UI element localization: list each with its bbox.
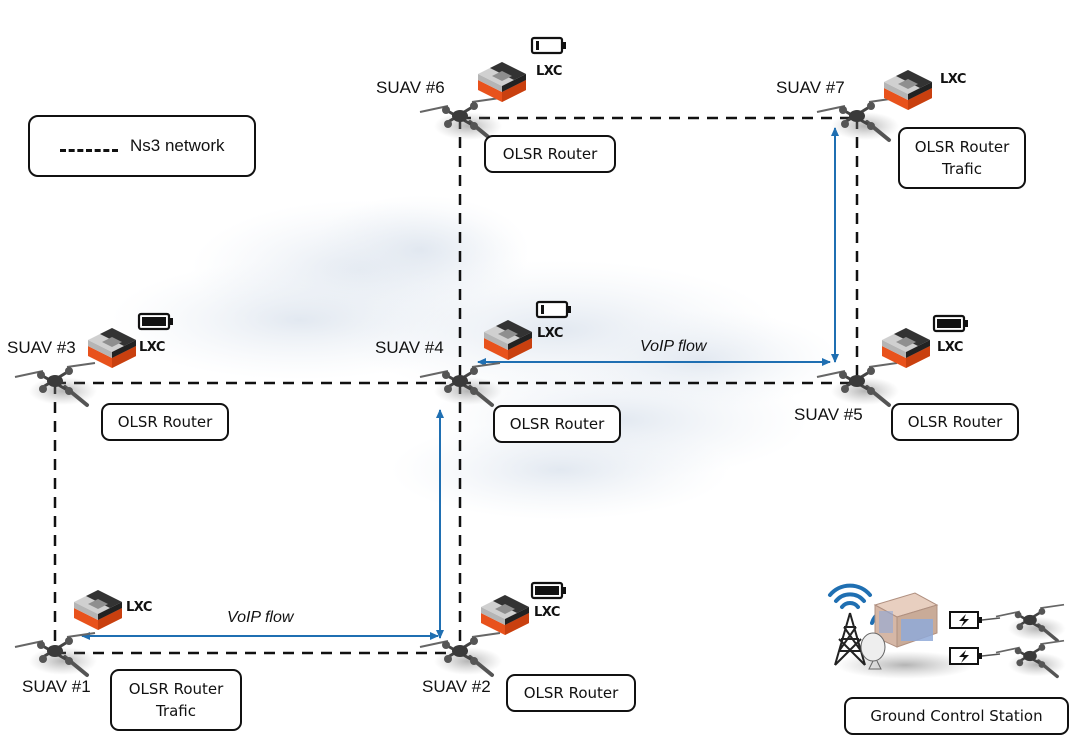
router-label: OLSR Router	[523, 684, 619, 702]
satellite-dish-icon	[860, 632, 886, 670]
legend-box: Ns3 network	[28, 115, 256, 177]
lxc-label-suav6: LXC	[536, 64, 562, 79]
ground-control-station-label: Ground Control Station	[870, 707, 1043, 725]
router-label: OLSR Router	[117, 413, 213, 431]
router-box-suav2: OLSR Router	[506, 674, 636, 712]
lxc-container-icon-suav6	[478, 62, 526, 102]
suav-2-label: SUAV #2	[422, 677, 491, 696]
lxc-label-suav1: LXC	[126, 600, 152, 615]
router-label: OLSR Router	[914, 138, 1010, 156]
lxc-label-suav3: LXC	[139, 340, 165, 355]
voip-flow-label-top: VoIP flow	[640, 338, 707, 355]
lxc-container-icon-suav4	[484, 320, 532, 360]
building-icon	[873, 592, 939, 648]
router-box-suav5: OLSR Router	[891, 403, 1019, 441]
lxc-label-suav4: LXC	[537, 326, 563, 341]
drone-icon-suav6	[419, 97, 502, 142]
charging-drones	[949, 603, 1066, 679]
lxc-containers	[74, 36, 968, 635]
charging-battery-icon	[949, 611, 982, 629]
router-label: OLSR Router	[907, 413, 1003, 431]
drone-icon-suav4	[419, 362, 502, 407]
router-traffic-label: Trafic	[941, 160, 982, 178]
lxc-container-icon-suav5	[882, 328, 930, 368]
router-label: OLSR Router	[509, 415, 605, 433]
drones	[14, 97, 899, 677]
drone-icon-suav2	[419, 632, 502, 677]
router-label: OLSR Router	[128, 680, 224, 698]
suav-1-label: SUAV #1	[22, 677, 91, 696]
battery-full-icon-suav2	[530, 581, 566, 600]
router-box-suav6: OLSR Router	[484, 135, 616, 173]
battery-low-icon-suav4	[535, 300, 571, 319]
suav-6-label: SUAV #6	[376, 78, 445, 97]
battery-full-icon-suav5	[932, 314, 968, 333]
drone-icon-suav7	[816, 97, 899, 142]
voip-flows	[81, 127, 839, 640]
lxc-container-icon-suav1	[74, 590, 122, 630]
router-label: OLSR Router	[502, 145, 598, 163]
cloud-background	[110, 195, 840, 520]
suav-7-label: SUAV #7	[776, 78, 845, 97]
lxc-label-suav2: LXC	[534, 605, 560, 620]
drone-icon-suav3	[14, 362, 97, 407]
charging-battery-icon	[949, 647, 982, 665]
suav-4-label: SUAV #4	[375, 338, 444, 357]
radio-tower-icon	[834, 612, 866, 666]
router-box-suav7: OLSR Router Trafic	[898, 127, 1026, 189]
ground-control-station-box: Ground Control Station	[844, 697, 1069, 735]
legend-label: Ns3 network	[130, 136, 225, 155]
router-box-suav4: OLSR Router	[493, 405, 621, 443]
voip-flow-label-bottom: VoIP flow	[227, 609, 294, 626]
drone-icon-suav1	[14, 632, 97, 677]
suav-5-label: SUAV #5	[794, 405, 863, 424]
router-traffic-label: Trafic	[155, 702, 196, 720]
dashed-line-sample	[60, 149, 118, 152]
router-box-suav3: OLSR Router	[101, 403, 229, 441]
charging-drone-icon	[995, 603, 1066, 643]
router-box-suav1: OLSR Router Trafic	[110, 669, 242, 731]
charging-drone-icon	[995, 639, 1066, 679]
lxc-label-suav5: LXC	[937, 340, 963, 355]
lxc-label-suav7: LXC	[940, 72, 966, 87]
battery-full-icon-suav3	[137, 312, 173, 331]
drone-icon-suav5	[816, 362, 899, 407]
suav-3-label: SUAV #3	[7, 338, 76, 357]
ns3-links	[53, 116, 859, 655]
lxc-container-icon-suav3	[88, 328, 136, 368]
ground-station-graphic	[828, 583, 975, 679]
battery-low-icon-suav6	[530, 36, 566, 55]
lxc-container-icon-suav2	[481, 595, 529, 635]
lxc-container-icon-suav7	[884, 70, 932, 110]
